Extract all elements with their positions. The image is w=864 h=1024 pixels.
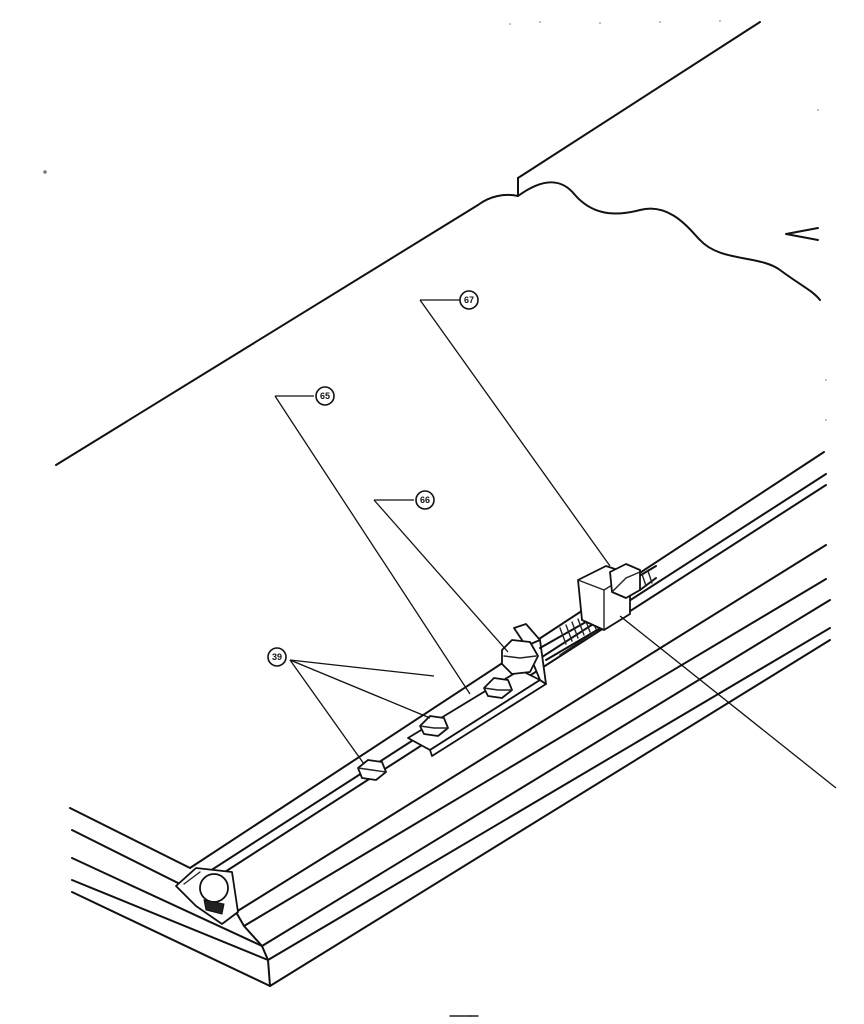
main-sheet — [55, 193, 519, 466]
hex-nut-lower — [357, 759, 387, 781]
callout-66-label: 66 — [420, 495, 430, 505]
back-panel — [517, 21, 821, 301]
callout-66: 66 — [415, 490, 435, 510]
callout-39-label: 39 — [272, 652, 282, 662]
hex-nut-upper — [483, 677, 513, 699]
callout-39: 39 — [267, 647, 287, 667]
clamp-block — [577, 563, 641, 631]
callout-67-label: 67 — [464, 295, 474, 305]
scan-specks — [43, 20, 827, 1017]
callout-65: 65 — [315, 386, 335, 406]
callout-67: 67 — [459, 290, 479, 310]
front-edge — [69, 639, 831, 987]
channel-end-profile — [175, 867, 239, 925]
hex-nut-middle — [419, 715, 449, 737]
bolt-head — [501, 639, 539, 675]
leader-lines — [274, 299, 837, 789]
callout-65-label: 65 — [320, 391, 330, 401]
